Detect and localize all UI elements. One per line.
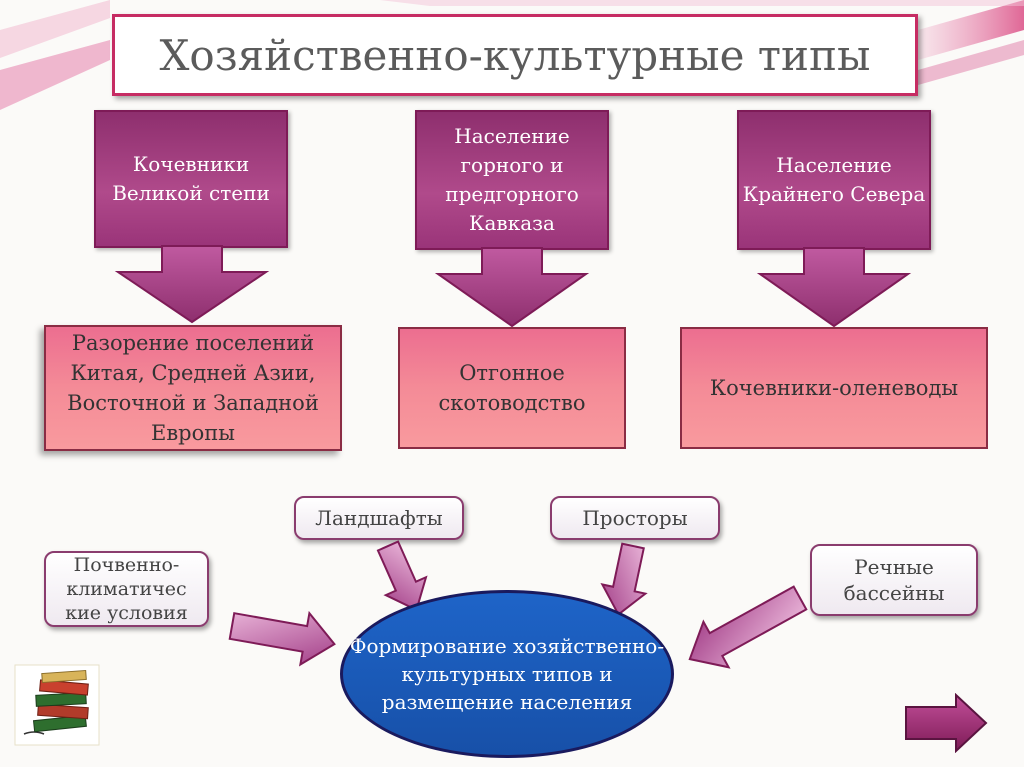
factor-spaces: Просторы [550, 496, 720, 540]
top-box-caucasus: Население горного и предгорного Кавказа [415, 110, 609, 250]
next-arrow-icon[interactable] [904, 693, 988, 753]
factor-soil-climate: Почвенно-климатичес кие условия [44, 551, 209, 627]
down-arrow-icon [114, 245, 270, 324]
top-box-nomads: Кочевники Великой степи [94, 110, 288, 248]
page-title: Хозяйственно-культурные типы [112, 14, 918, 96]
arrow-icon [228, 610, 336, 667]
arrow-icon [688, 585, 808, 669]
factor-landscapes: Ландшафты [294, 496, 464, 540]
result-box-devastation: Разорение поселений Китая, Средней Азии,… [44, 325, 342, 451]
down-arrow-icon [434, 247, 590, 328]
result-box-reindeer: Кочевники-оленеводы [680, 327, 988, 449]
factor-river-basins: Речные бассейны [810, 544, 978, 616]
down-arrow-icon [756, 247, 912, 328]
result-box-transhumance: Отгонное скотоводство [398, 327, 626, 449]
arrow-icon [376, 540, 428, 612]
arrow-icon [600, 542, 648, 616]
center-ellipse: Формирование хозяйственно-культурных тип… [340, 590, 674, 758]
top-box-north: Население Крайнего Севера [737, 110, 931, 250]
books-icon [14, 664, 100, 746]
